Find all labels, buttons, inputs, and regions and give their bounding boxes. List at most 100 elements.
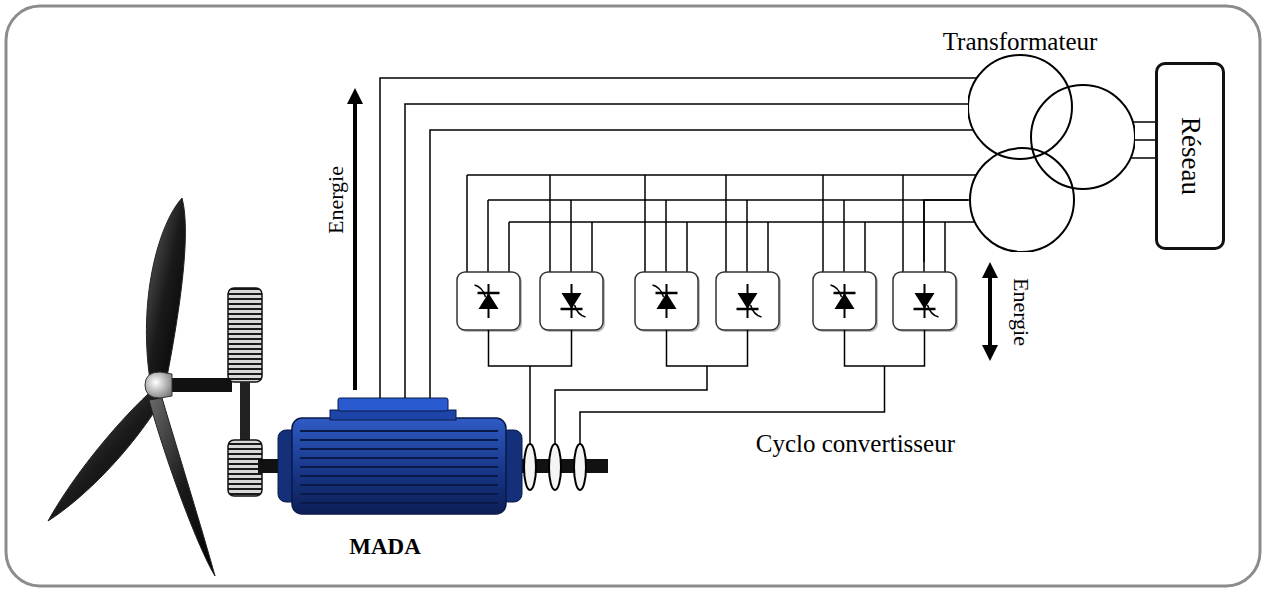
thyristor-bridge xyxy=(716,272,779,330)
phase-wire xyxy=(746,200,748,272)
energy-label: Energie xyxy=(1009,278,1033,346)
thyristor-bridge xyxy=(893,272,958,332)
thyristor-bridge xyxy=(813,272,878,332)
slip-ring xyxy=(549,444,561,490)
blade xyxy=(149,398,215,576)
phase-wire xyxy=(430,130,973,398)
gearbox xyxy=(228,288,262,496)
thyristor-bridge xyxy=(915,293,935,309)
phase-wire xyxy=(1131,157,1155,159)
thyristor-bridge xyxy=(751,305,762,317)
winding-circle xyxy=(1031,85,1135,189)
phase-wire xyxy=(488,199,970,201)
thyristor-bridge xyxy=(562,293,582,309)
thyristor-bridge xyxy=(635,272,700,332)
thyristor-bridge xyxy=(478,292,500,295)
energy-label-text: Energie xyxy=(323,166,348,234)
phase-wire xyxy=(487,200,489,272)
thyristor-bridge xyxy=(635,272,698,330)
thyristor-bridge xyxy=(656,292,678,295)
transformer-label: Transformateur xyxy=(943,28,1098,56)
phase-wire xyxy=(944,222,946,272)
slip-ring xyxy=(574,444,586,490)
thyristor-bank xyxy=(452,262,962,372)
dfig-machine xyxy=(258,398,608,514)
thyristor-bridge xyxy=(834,292,856,295)
gear xyxy=(228,288,262,382)
thyristor-bridge xyxy=(457,272,522,332)
phase-wire xyxy=(380,78,977,398)
phase-wire xyxy=(529,372,531,444)
gear xyxy=(228,440,262,496)
phase-connector xyxy=(405,104,968,398)
gear-shaft xyxy=(240,382,250,440)
slip-ring xyxy=(524,444,586,490)
thyristor-bridge xyxy=(457,272,520,330)
thyristor-bridge xyxy=(738,293,758,309)
phase-wire xyxy=(380,78,1155,444)
energy-label-text: Energie xyxy=(1009,278,1034,346)
grid-label: Réseau xyxy=(1175,117,1205,195)
dfig-generator: MADA xyxy=(290,398,600,560)
phase-wire xyxy=(549,175,551,272)
energy-label: Energie xyxy=(324,166,348,234)
thyristor-bridge xyxy=(928,305,939,317)
phase-wire xyxy=(570,200,572,272)
converter-label: Cyclo convertisseur xyxy=(756,430,955,458)
phase-wire xyxy=(554,398,556,444)
phase-wire xyxy=(489,330,572,372)
energy-arrow xyxy=(355,96,990,390)
thyristor-bridge xyxy=(737,308,759,311)
machine-label: MADA xyxy=(349,534,421,559)
wind-turbine xyxy=(48,198,232,576)
cycloconverter: Cyclo convertisseur xyxy=(452,262,962,372)
thyristor-bridge xyxy=(561,308,583,311)
thyristor-bridge xyxy=(813,272,876,330)
frame xyxy=(6,6,1260,586)
phase-wire xyxy=(509,221,975,223)
winding-circle xyxy=(970,148,1074,252)
thyristor-bridge xyxy=(835,293,855,309)
grid-box: Réseau xyxy=(1155,62,1225,250)
cooling-fins xyxy=(300,424,498,508)
phase-wire xyxy=(467,175,945,272)
thyristor-bridge xyxy=(914,308,936,311)
phase-wire xyxy=(864,222,866,272)
phase-wire xyxy=(665,200,667,272)
thyristor-bridge xyxy=(575,305,586,317)
thyristor-bridge xyxy=(716,272,781,332)
blade xyxy=(48,393,162,521)
transformer-windings xyxy=(968,28,1135,252)
machine-body xyxy=(292,418,506,514)
hub xyxy=(145,372,172,398)
phase-connector xyxy=(555,372,707,398)
thyristor-bridge xyxy=(479,293,499,309)
transformer: Transformateur xyxy=(968,28,1135,252)
phase-wire xyxy=(845,330,925,372)
thyristor-bridge xyxy=(475,285,486,297)
phase-wire xyxy=(843,200,845,272)
phase-wire xyxy=(1133,121,1155,123)
blade xyxy=(146,198,185,382)
phase-connector xyxy=(1135,139,1155,141)
phase-connector xyxy=(924,200,968,262)
phase-wire xyxy=(902,175,904,272)
terminal-box xyxy=(338,398,448,411)
phase-wire xyxy=(725,175,727,272)
slip-ring xyxy=(524,444,536,490)
phase-wire xyxy=(467,174,976,176)
thyristor-bridge xyxy=(540,272,603,330)
phase-wire xyxy=(591,222,593,272)
phase-wire xyxy=(822,175,824,272)
thyristor-bridge xyxy=(653,285,664,297)
thyristor-bridge xyxy=(540,272,605,332)
phase-wire xyxy=(686,222,688,272)
phase-wire xyxy=(644,175,646,272)
thyristor-bridge xyxy=(831,285,842,297)
winding-circle xyxy=(968,55,1072,159)
energy-arrow xyxy=(988,270,992,353)
energy-arrow xyxy=(353,96,357,390)
